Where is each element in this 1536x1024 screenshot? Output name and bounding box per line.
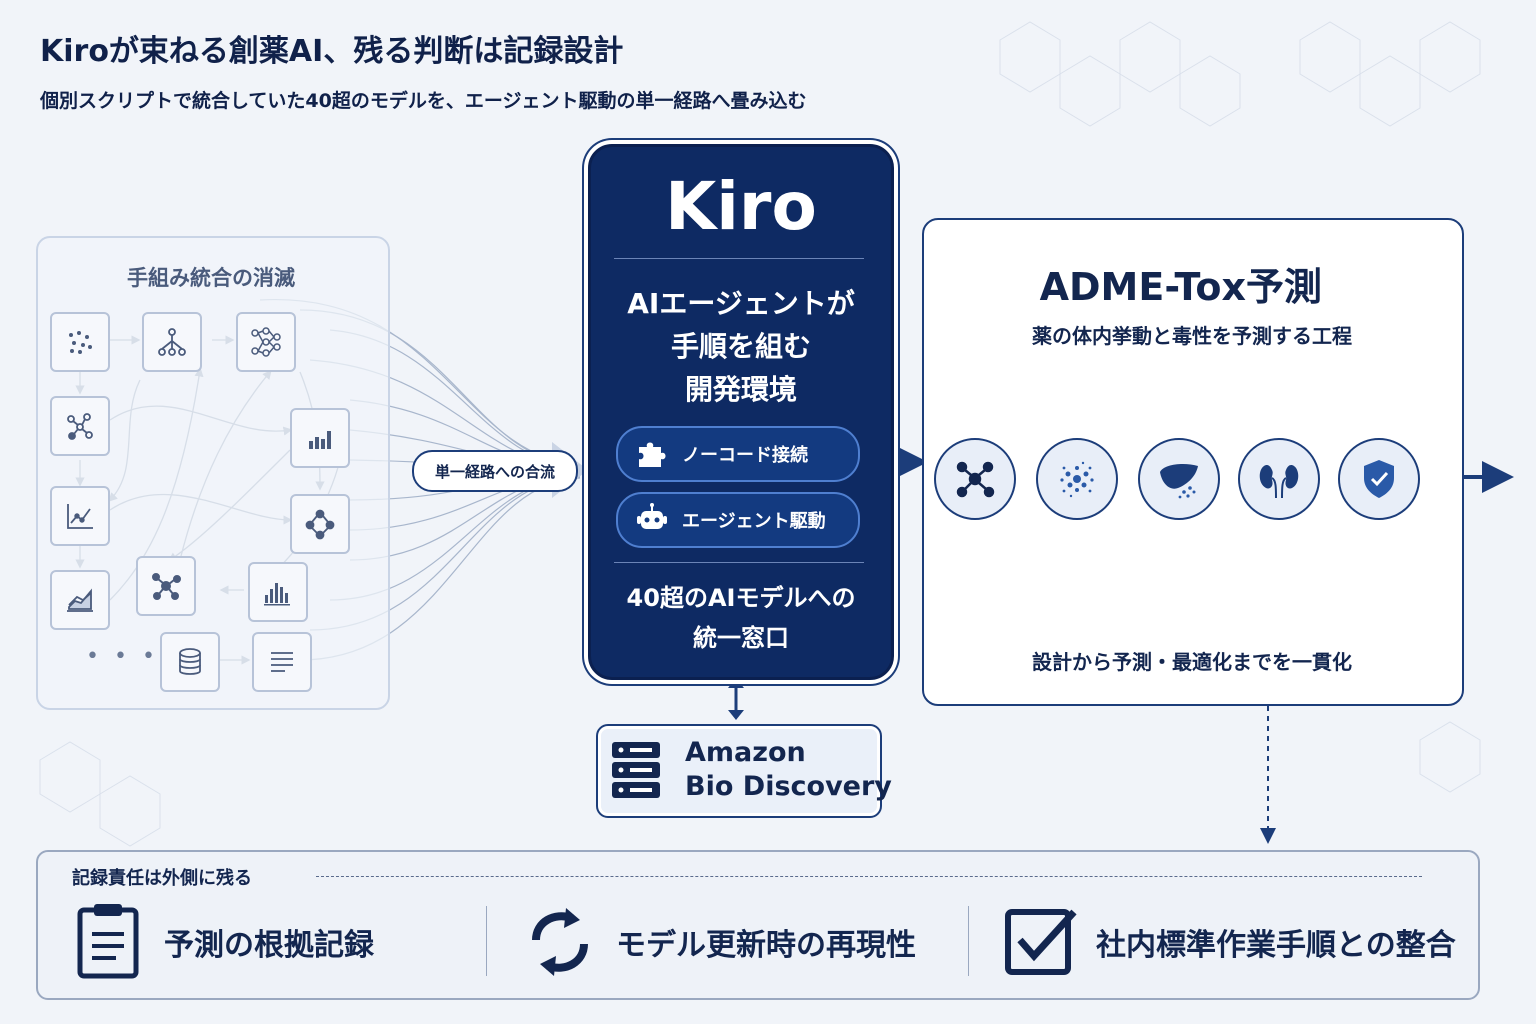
shield-check-step-icon xyxy=(1338,438,1420,520)
record-responsibility-divider xyxy=(316,876,1422,877)
kiro-panel xyxy=(588,144,894,680)
record-responsibility-bar xyxy=(36,850,1480,1000)
kiro-divider-bottom xyxy=(614,562,864,563)
scatter-icon xyxy=(50,312,110,372)
record-responsibility-title: 記録責任は外側に残る xyxy=(72,868,252,889)
histogram-icon xyxy=(248,562,308,622)
molecule-graph-icon xyxy=(50,396,110,456)
tree-icon xyxy=(142,312,202,372)
model-update-reproducibility: モデル更新時の再現性 xyxy=(616,928,916,963)
page-subtitle: 個別スクリプトで統合していた40超のモデルを、エージェント駆動の単一経路へ畳み込… xyxy=(40,90,807,112)
liver-step-icon xyxy=(1138,438,1220,520)
area-chart-icon xyxy=(50,570,110,630)
kidney-step-icon xyxy=(1238,438,1320,520)
amazon-bio-discovery-label: Amazon Bio Discovery xyxy=(685,736,892,804)
kiro-description: AIエージェントが 手順を組む 開発環境 xyxy=(588,282,894,411)
bottom-separator-2 xyxy=(968,906,969,976)
merge-label: 単一経路への合流 xyxy=(412,450,578,492)
no-code-connect-label: ノーコード接続 xyxy=(682,445,808,466)
more-models-ellipsis: • • • xyxy=(86,644,159,669)
checkbox-icon xyxy=(1004,906,1080,980)
amazon-line-1: Amazon xyxy=(685,737,806,768)
molecule-icon xyxy=(136,556,196,616)
server-icon xyxy=(612,742,660,802)
refresh-icon xyxy=(520,902,600,986)
puzzle-icon xyxy=(630,432,674,476)
particles-step-icon xyxy=(1036,438,1118,520)
sop-alignment: 社内標準作業手順との整合 xyxy=(1096,928,1456,963)
adme-tox-subtitle: 薬の体内挙動と毒性を予測する工程 xyxy=(1032,324,1352,348)
document-icon xyxy=(252,632,312,692)
neural-network-icon xyxy=(236,312,296,372)
kiro-description-line-3: 開発環境 xyxy=(684,373,797,406)
clipboard-icon xyxy=(76,902,140,984)
bottom-separator-1 xyxy=(486,906,487,976)
kiro-description-line-1: AIエージェントが xyxy=(627,287,855,320)
bar-chart-icon xyxy=(290,408,350,468)
agent-driven-button[interactable]: エージェント駆動 xyxy=(616,492,860,548)
adme-tox-footer: 設計から予測・最適化までを一貫化 xyxy=(1032,650,1352,674)
kiro-bottom-line-1: 40超のAIモデルへの xyxy=(626,584,856,612)
agent-driven-label: エージェント駆動 xyxy=(682,511,826,532)
no-code-connect-button[interactable]: ノーコード接続 xyxy=(616,426,860,482)
kiro-bottom-line-2: 統一窓口 xyxy=(693,624,789,652)
kiro-description-line-2: 手順を組む xyxy=(670,330,811,363)
robot-icon xyxy=(630,498,674,542)
molecule-step-icon xyxy=(934,438,1016,520)
adme-tox-title: ADME-Tox予測 xyxy=(1039,265,1322,309)
kiro-title: Kiro xyxy=(665,168,817,245)
database-icon xyxy=(160,632,220,692)
kiro-divider-top xyxy=(614,258,864,259)
manual-integration-title: 手組み統合の消滅 xyxy=(127,266,295,290)
network-icon xyxy=(290,494,350,554)
prediction-rationale-record: 予測の根拠記録 xyxy=(164,928,374,963)
amazon-line-2: Bio Discovery xyxy=(685,771,892,802)
line-chart-icon xyxy=(50,486,110,546)
page-title: Kiroが束ねる創薬AI、残る判断は記録設計 xyxy=(40,34,624,69)
kiro-unified-gateway: 40超のAIモデルへの 統一窓口 xyxy=(588,578,894,658)
